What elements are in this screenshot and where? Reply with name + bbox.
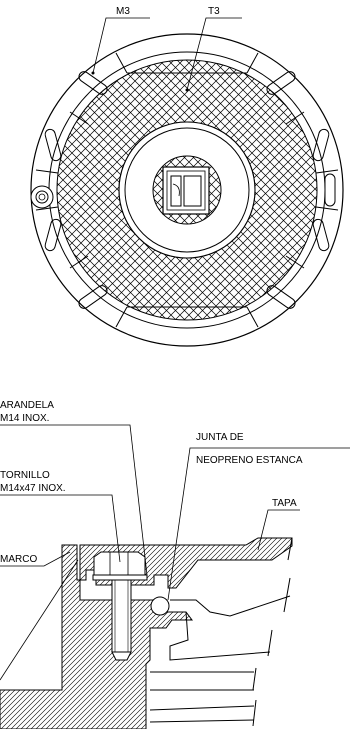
center-ring-inner: [124, 127, 250, 253]
label-screw-2: M14x47 INOX.: [0, 483, 66, 494]
lid-underside: [149, 595, 291, 723]
label-t3: T3: [208, 6, 220, 17]
leader-washer: [0, 424, 148, 576]
label-gasket-1: JUNTA DE: [196, 432, 244, 443]
leader-dot-m3: [91, 71, 95, 75]
frame-outer-circle: [30, 33, 344, 347]
leader-t3: [186, 17, 242, 91]
frame-ribs: [35, 52, 339, 328]
label-washer-1: ARANDELA: [0, 400, 54, 411]
top-view: M3 T3: [30, 6, 344, 347]
gasket-icon: [150, 596, 170, 616]
label-screw-1: TORNILLO: [0, 470, 50, 481]
leader-frame: [0, 551, 71, 567]
leader-dot-t3: [185, 88, 189, 92]
leader-lid: [257, 509, 300, 551]
label-gasket-2: NEOPRENO ESTANCA: [196, 455, 303, 466]
label-frame: MARCO: [0, 554, 37, 565]
leader-frame-lower: [0, 559, 79, 681]
leader-screw: [0, 494, 121, 563]
logo-emblem: [162, 166, 210, 215]
frame-slots: [44, 71, 336, 309]
break-lines: [252, 537, 293, 727]
leader-m3: [92, 17, 150, 74]
bolt-icon: [92, 551, 148, 661]
label-lid: TAPA: [272, 498, 297, 509]
hinge-icon: [30, 185, 54, 209]
label-washer-2: M14 INOX.: [0, 413, 49, 424]
leader-gasket: [167, 447, 350, 601]
section-view: ARANDELA M14 INOX. TORNILLO M14x47 INOX.…: [0, 400, 350, 729]
label-m3: M3: [116, 6, 130, 17]
